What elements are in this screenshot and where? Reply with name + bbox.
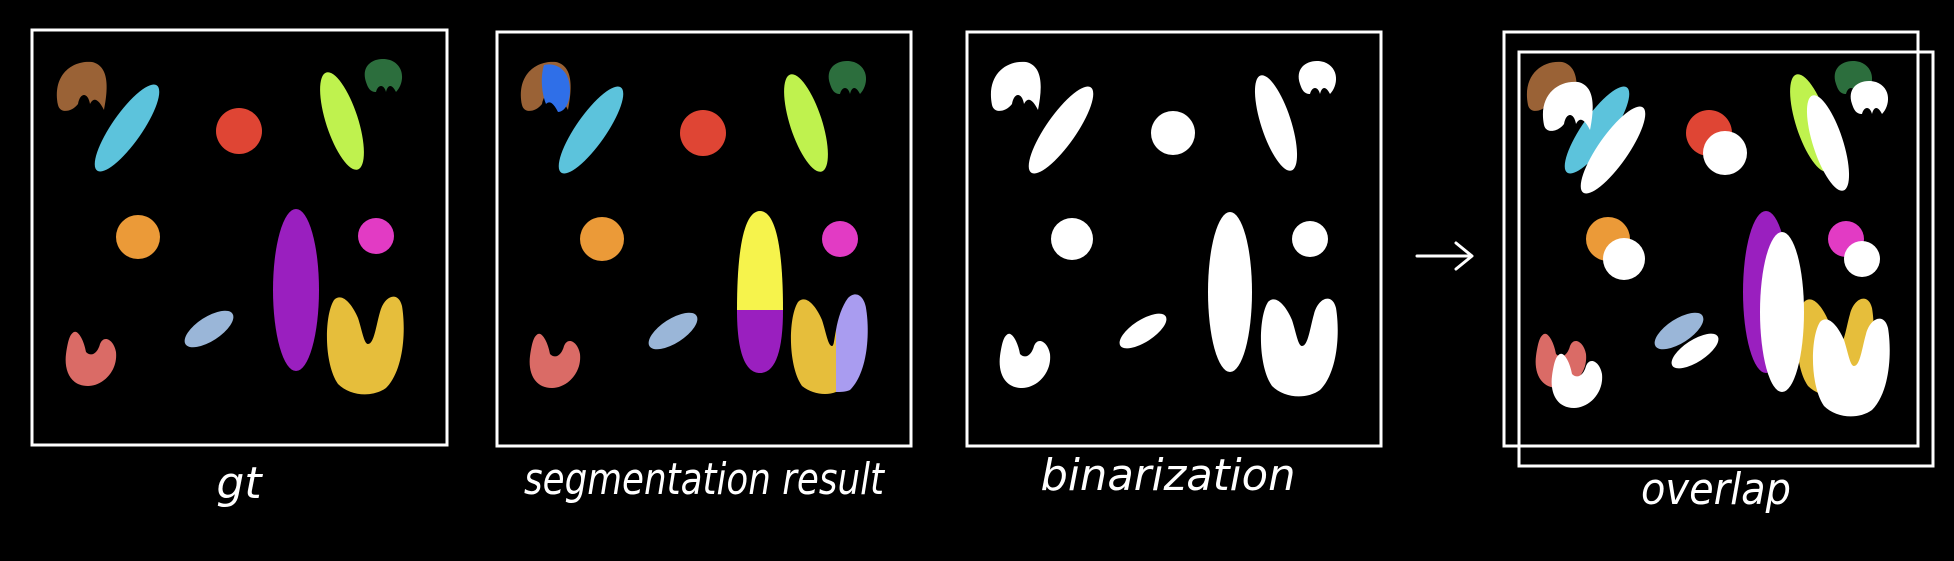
caption-overlap: overlap (1641, 464, 1791, 515)
bin-ellipse-3 (1208, 212, 1252, 372)
gt-frame (30, 28, 449, 447)
ovl-white-blob-1 (1542, 81, 1593, 131)
ovl-lightblue-ellipse (1654, 312, 1704, 350)
seg-gold-part (790, 299, 836, 394)
bin-ellipse-4 (1119, 313, 1167, 349)
caption-segmentation-result: segmentation result (524, 454, 885, 505)
seg-frame (495, 30, 913, 448)
bin-blob-2 (1298, 60, 1337, 94)
ovl-binarized-shapes (1542, 80, 1890, 417)
ovl-white-blob-3 (1551, 353, 1603, 408)
ovl-white-circle-2 (1603, 238, 1645, 280)
gt-gold-u-blob (326, 296, 404, 395)
caption-binarization: binarization (1041, 450, 1296, 501)
panel-seg (495, 30, 913, 448)
ovl-white-ellipse-3 (1760, 232, 1804, 392)
ovl-white-blob-4 (1812, 318, 1890, 417)
gt-brown-blob (56, 61, 107, 111)
gt-magenta-circle (358, 218, 394, 254)
gt-purple-ellipse (273, 209, 319, 371)
gt-green-blob (364, 58, 403, 92)
gt-cyan-ellipse (94, 84, 160, 172)
ovl-white-ellipse-1 (1580, 106, 1646, 194)
ovl-frame-bin (1517, 50, 1935, 468)
bin-blob-3 (999, 333, 1051, 388)
seg-purple-part (737, 310, 783, 373)
bin-blob-4 (1260, 298, 1338, 397)
bin-blob-1 (990, 61, 1041, 111)
ovl-white-blob-2 (1850, 80, 1889, 114)
panel-bin (965, 30, 1383, 448)
bin-circle-1 (1151, 111, 1195, 155)
bin-frame (965, 30, 1383, 448)
seg-blue-part (541, 64, 570, 112)
ovl-white-circle-3 (1844, 241, 1880, 277)
seg-orange-circle (580, 217, 624, 261)
gt-orange-circle (116, 215, 160, 259)
seg-lightblue-ellipse (648, 312, 698, 350)
bin-circle-2 (1051, 218, 1093, 260)
caption-gt: gt (216, 458, 263, 509)
ovl-white-ellipse-2 (1806, 95, 1850, 191)
ovl-frame-gt (1502, 30, 1920, 448)
seg-magenta-circle (822, 221, 858, 257)
seg-lavender-part (836, 294, 868, 392)
arrow-icon (1415, 241, 1474, 271)
ovl-cyan-ellipse (1564, 86, 1630, 174)
ovl-white-ellipse-4 (1671, 333, 1719, 369)
bin-ellipse-2 (1254, 75, 1298, 171)
panel-gt (30, 28, 449, 447)
gt-red-circle (216, 108, 262, 154)
bin-ellipse-1 (1028, 86, 1094, 174)
bin-circle-3 (1292, 221, 1328, 257)
gt-lime-ellipse (320, 72, 364, 170)
seg-yellow-part (737, 211, 783, 310)
ovl-white-circle-1 (1703, 131, 1747, 175)
gt-salmon-blob (65, 331, 117, 386)
seg-cyan-ellipse (558, 86, 624, 174)
seg-red-circle (680, 110, 726, 156)
panel-ovl (1502, 30, 1935, 468)
seg-lime-ellipse (784, 74, 828, 172)
seg-salmon-blob (529, 333, 581, 388)
seg-green-blob (828, 60, 867, 94)
gt-lightblue-ellipse (184, 310, 234, 348)
